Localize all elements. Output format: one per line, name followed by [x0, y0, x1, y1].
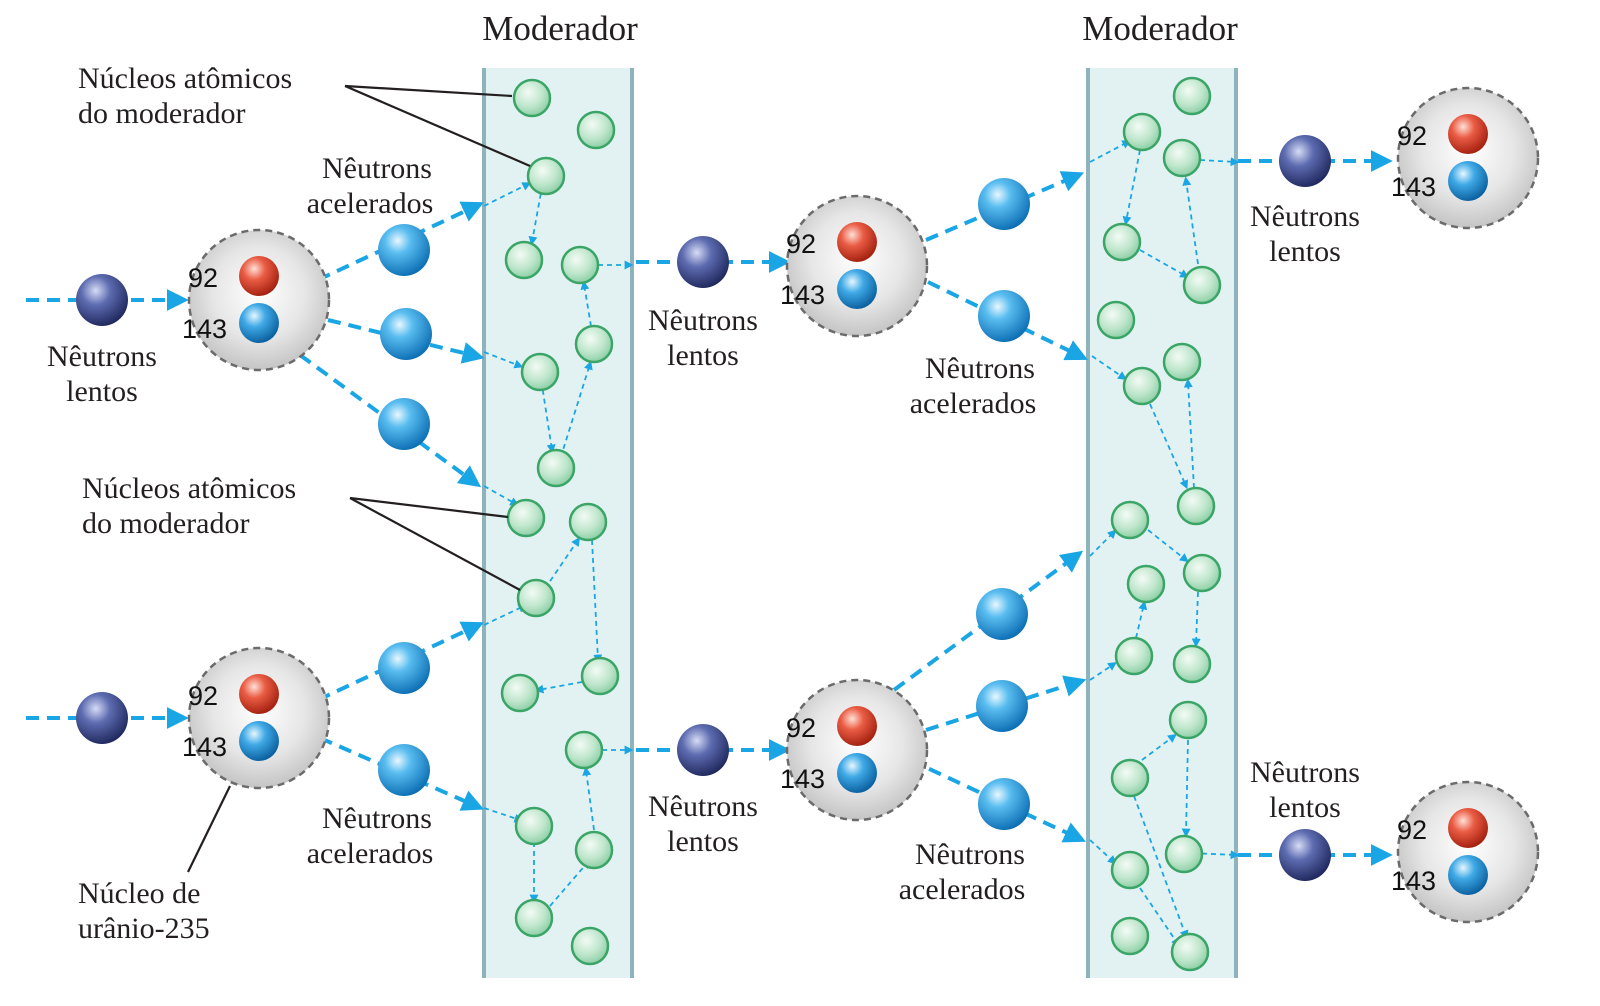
- fast-neutron-icon: [378, 398, 430, 450]
- svg-text:Núcleos atômicos: Núcleos atômicos: [82, 472, 296, 505]
- neutron-icon: [1448, 161, 1488, 201]
- fast-neutron-icon: [978, 290, 1030, 342]
- proton-icon: [239, 674, 279, 714]
- svg-text:acelerados: acelerados: [910, 387, 1037, 420]
- slow-neutron-icon: [677, 724, 729, 776]
- svg-text:acelerados: acelerados: [899, 873, 1026, 906]
- svg-text:acelerados: acelerados: [307, 837, 434, 870]
- label-nucleo-uranio: Núcleo de urânio-235: [78, 877, 210, 945]
- moderator-slab-2: [1086, 68, 1238, 978]
- fast-neutron-icon: [978, 778, 1030, 830]
- svg-text:lentos: lentos: [1269, 235, 1341, 268]
- slow-neutron-icon: [677, 236, 729, 288]
- svg-text:urânio-235: urânio-235: [78, 912, 210, 945]
- label-nucleos-moderador-mid: Núcleos atômicos do moderador: [82, 472, 296, 540]
- svg-text:Nêutrons: Nêutrons: [915, 838, 1025, 871]
- svg-text:Nêutrons: Nêutrons: [47, 340, 157, 373]
- svg-text:Nêutrons: Nêutrons: [322, 152, 432, 185]
- proton-number: 92: [786, 229, 816, 259]
- uranium-nucleus-3: 92 143: [780, 194, 929, 338]
- leader-lines: [187, 84, 531, 873]
- slow-neutron-icon: [76, 692, 128, 744]
- proton-icon: [1448, 808, 1488, 848]
- neutron-number: 143: [1391, 172, 1436, 202]
- svg-text:Nêutrons: Nêutrons: [1250, 756, 1360, 789]
- fast-neutron-icon: [378, 224, 430, 276]
- moderator-nuclei: [500, 76, 1222, 972]
- proton-icon: [1448, 114, 1488, 154]
- svg-text:Nêutrons: Nêutrons: [1250, 200, 1360, 233]
- svg-text:Nêutrons: Nêutrons: [648, 304, 758, 337]
- moderator-title-2: Moderador: [1082, 9, 1238, 48]
- neutron-icon: [837, 269, 877, 309]
- svg-text:lentos: lentos: [1269, 791, 1341, 824]
- slow-neutron-icon: [1279, 829, 1331, 881]
- fast-neutrons: [378, 178, 1030, 830]
- uranium-nucleus-2: 92 143: [182, 646, 331, 790]
- label-neutrons-acelerados-4: Nêutrons acelerados: [899, 838, 1026, 906]
- fast-neutron-icon: [976, 680, 1028, 732]
- moderator-bounce-paths: [483, 140, 1240, 947]
- label-neutrons-acelerados-2: Nêutrons acelerados: [307, 802, 434, 870]
- neutron-number: 143: [780, 764, 825, 794]
- proton-icon: [239, 256, 279, 296]
- uranium-nucleus-5: 92 143: [1391, 86, 1540, 230]
- proton-number: 92: [786, 713, 816, 743]
- label-neutrons-acelerados-3: Nêutrons acelerados: [910, 352, 1037, 420]
- neutron-number: 143: [780, 280, 825, 310]
- fast-neutron-icon: [378, 642, 430, 694]
- svg-text:lentos: lentos: [66, 375, 138, 408]
- svg-text:lentos: lentos: [667, 825, 739, 858]
- svg-text:Nêutrons: Nêutrons: [925, 352, 1035, 385]
- uranium-nucleus-6: 92 143: [1391, 780, 1540, 924]
- label-neutrons-lentos-3: Nêutrons lentos: [648, 790, 758, 858]
- neutron-icon: [1448, 855, 1488, 895]
- neutron-icon: [239, 721, 279, 761]
- fast-neutron-icon: [378, 744, 430, 796]
- label-neutrons-acelerados-1: Nêutrons acelerados: [307, 152, 434, 220]
- proton-icon: [837, 706, 877, 746]
- uranium-nucleus-1: 92 143: [182, 228, 331, 372]
- proton-number: 92: [188, 681, 218, 711]
- fast-neutron-icon: [976, 588, 1028, 640]
- svg-text:Núcleos atômicos: Núcleos atômicos: [78, 62, 292, 95]
- slow-neutrons: [76, 135, 1331, 881]
- proton-number: 92: [188, 263, 218, 293]
- label-neutrons-lentos-2: Nêutrons lentos: [648, 304, 758, 372]
- svg-text:do moderador: do moderador: [78, 97, 245, 130]
- slow-neutron-icon: [76, 274, 128, 326]
- slow-neutron-icon: [1279, 135, 1331, 187]
- svg-text:lentos: lentos: [667, 339, 739, 372]
- svg-text:Nêutrons: Nêutrons: [648, 790, 758, 823]
- moderator-title-1: Moderador: [482, 9, 638, 48]
- neutron-number: 143: [182, 314, 227, 344]
- svg-text:do moderador: do moderador: [82, 507, 249, 540]
- proton-number: 92: [1397, 121, 1427, 151]
- neutron-number: 143: [182, 732, 227, 762]
- neutron-icon: [837, 753, 877, 793]
- proton-icon: [837, 222, 877, 262]
- label-nucleos-moderador-top: Núcleos atômicos do moderador: [78, 62, 292, 130]
- neutron-number: 143: [1391, 866, 1436, 896]
- svg-text:Núcleo de: Núcleo de: [78, 877, 200, 910]
- fast-neutron-icon: [380, 308, 432, 360]
- svg-text:acelerados: acelerados: [307, 187, 434, 220]
- label-neutrons-lentos-4: Nêutrons lentos: [1250, 200, 1360, 268]
- uranium-nucleus-4: 92 143: [780, 678, 929, 822]
- neutron-icon: [239, 303, 279, 343]
- fast-neutron-icon: [978, 178, 1030, 230]
- label-neutrons-lentos-5: Nêutrons lentos: [1250, 756, 1360, 824]
- svg-text:Nêutrons: Nêutrons: [322, 802, 432, 835]
- label-neutrons-lentos-1: Nêutrons lentos: [47, 340, 157, 408]
- proton-number: 92: [1397, 815, 1427, 845]
